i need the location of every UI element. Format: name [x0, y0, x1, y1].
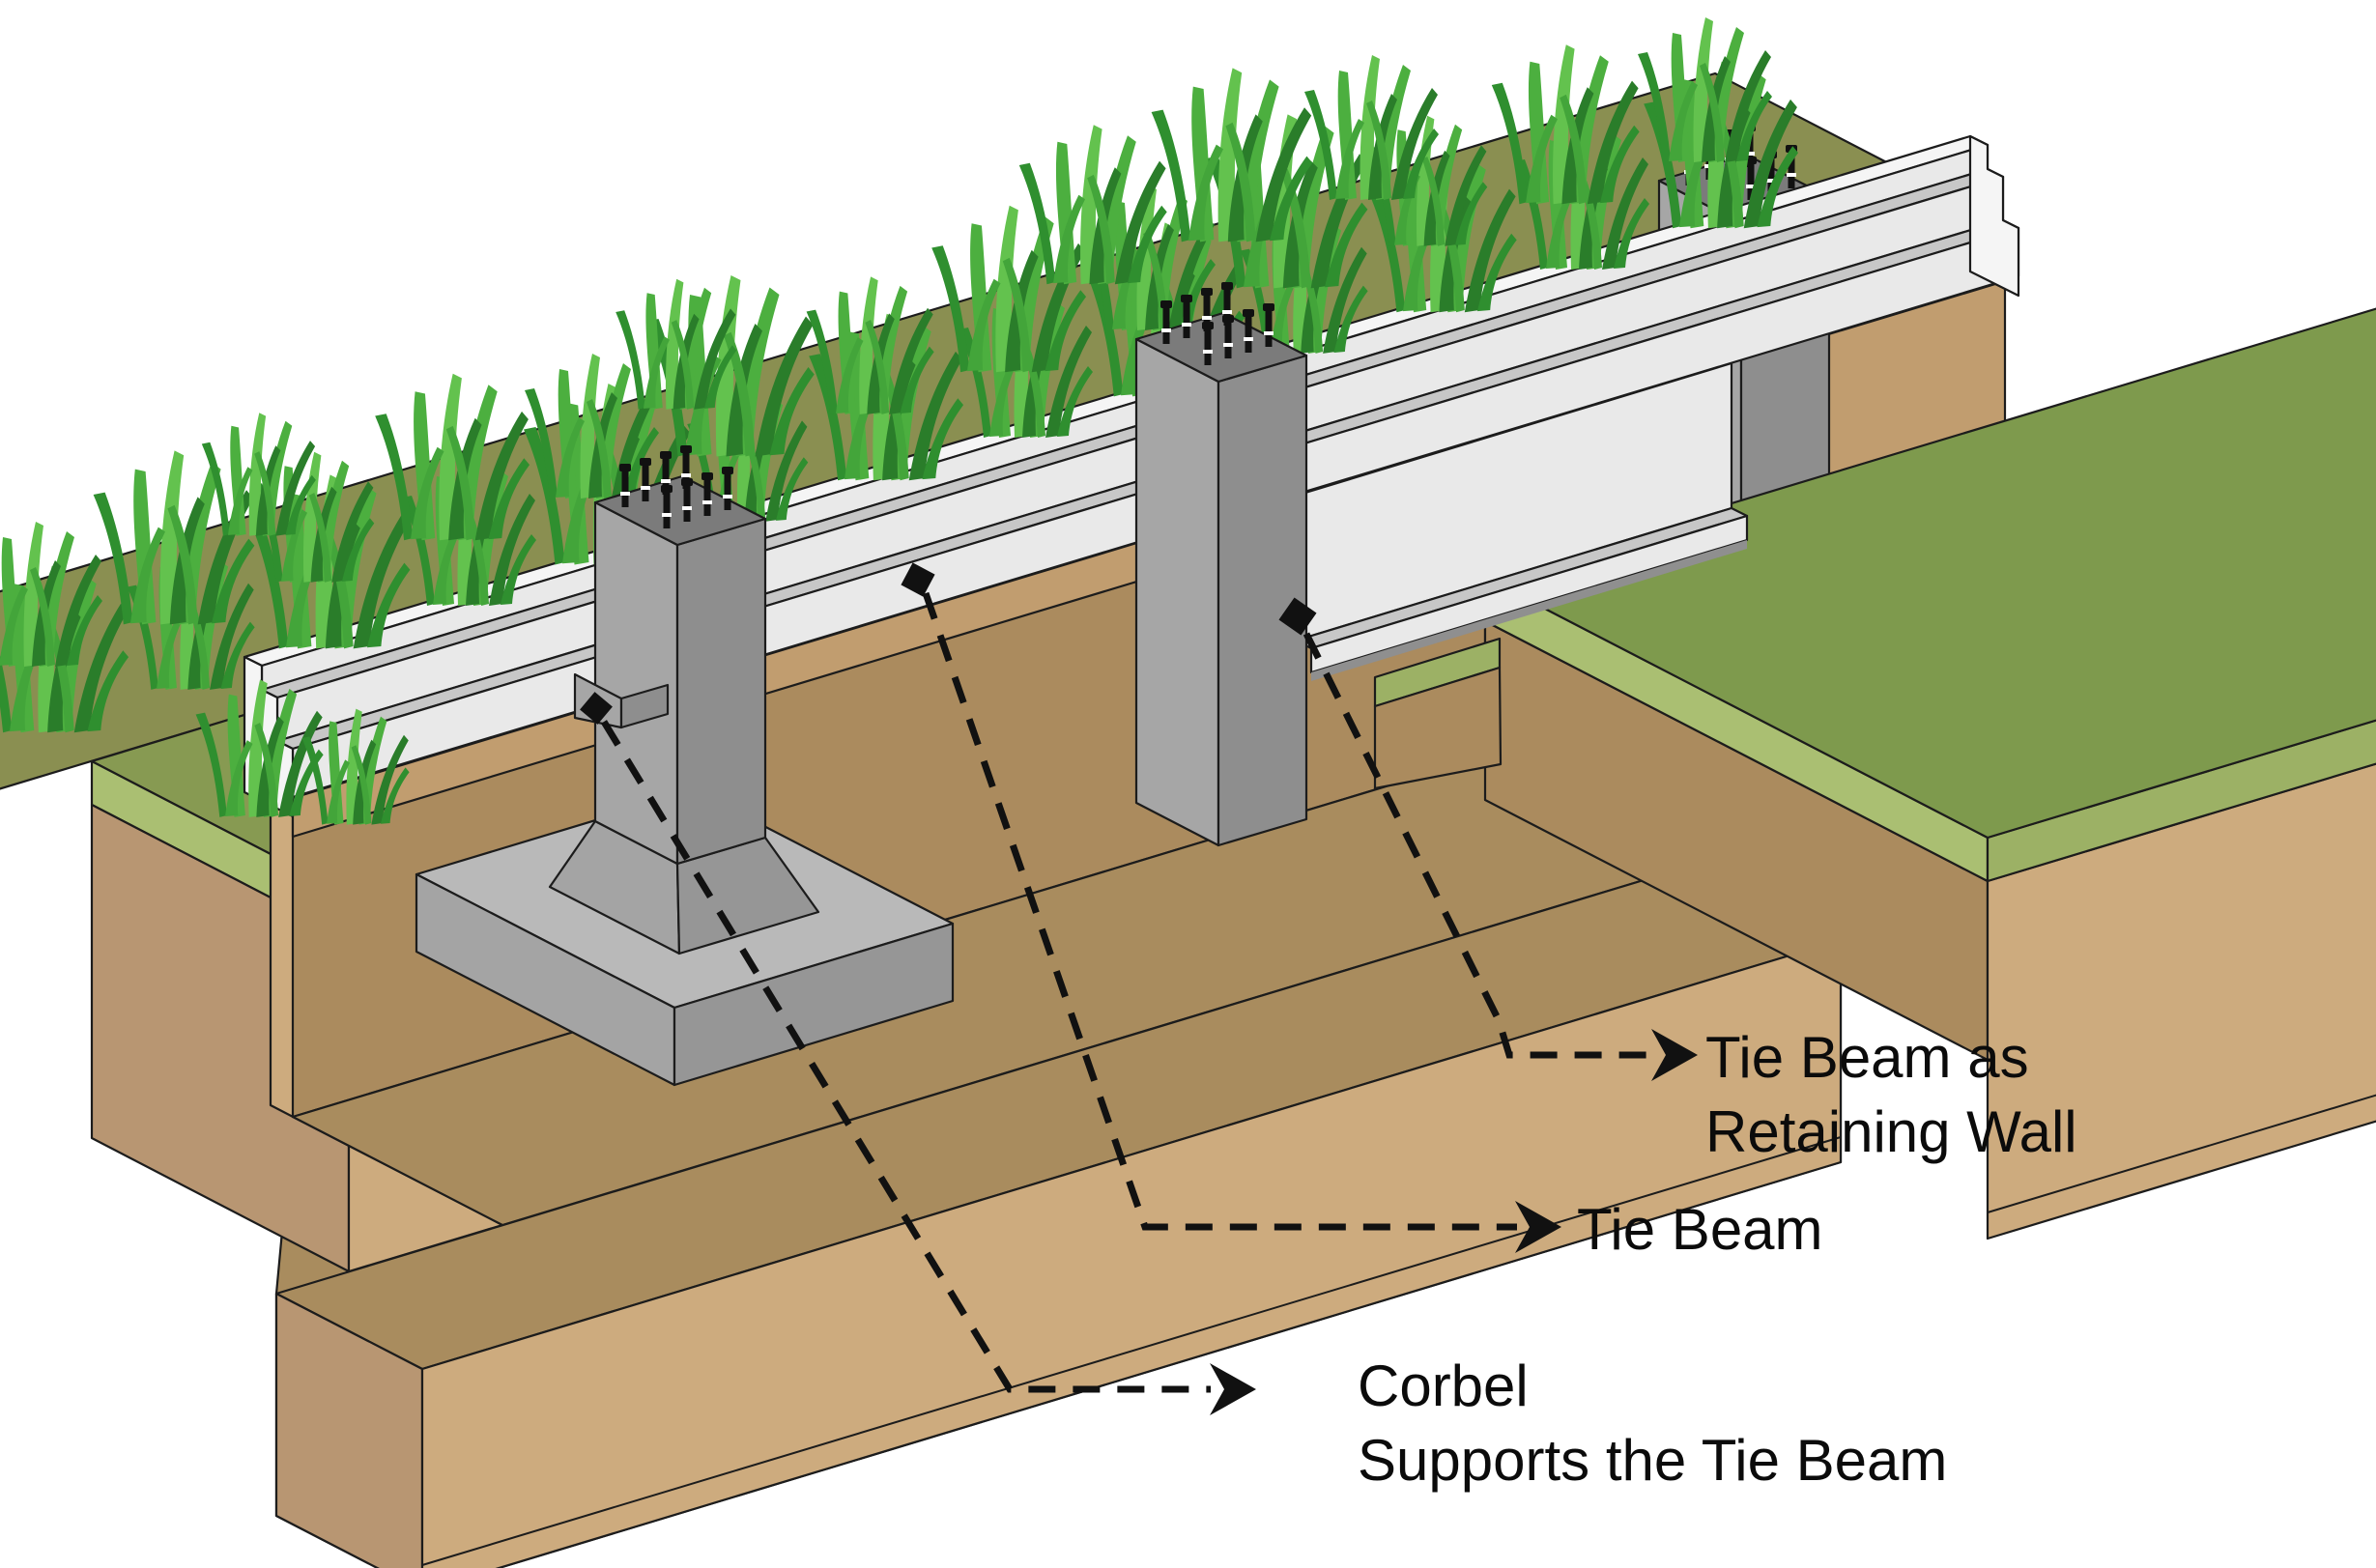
column-1 [573, 445, 767, 866]
footing-pad-front [673, 922, 955, 1087]
plateau-top-surface [1483, 307, 2376, 840]
column-top-face [593, 474, 767, 547]
leader-line [601, 720, 1211, 1393]
label-line: Corbel [1358, 1354, 1529, 1418]
beam-right-end-face [1968, 134, 2020, 298]
label-line: Tie Beam [1577, 1197, 1823, 1262]
column-top-face [1134, 311, 1308, 384]
column-left-face [1134, 337, 1220, 847]
column-front-face [675, 517, 767, 866]
label-line: Tie Beam as [1705, 1025, 2029, 1090]
apron-left-face [274, 1292, 424, 1568]
callout-marker-icon [580, 692, 613, 725]
leader-corbel [580, 692, 1256, 1415]
callout-marker-icon [901, 562, 935, 597]
wall-footing-shadow [1311, 540, 1747, 681]
arrow-right-icon [1210, 1363, 1256, 1415]
apron-stratum-line [421, 1136, 1842, 1566]
label-line: Supports the Tie Beam [1358, 1428, 1948, 1493]
right-plateau [1483, 307, 2376, 1240]
column-2 [1134, 282, 1308, 847]
label-tie-beam: Tie Beam [1577, 1192, 1823, 1267]
callout-marker-icon [1278, 597, 1317, 636]
label-corbel: Corbel Supports the Tie Beam [1358, 1349, 1947, 1497]
leader-line [922, 591, 1517, 1231]
arrow-right-icon [1651, 1029, 1698, 1081]
plateau-front-soil-face [1986, 762, 2376, 1240]
corbel-front-face [619, 683, 670, 729]
column-left-face [593, 500, 679, 866]
wall-base-soil-slope [1373, 666, 1503, 790]
leader-retaining-wall [1278, 597, 1698, 1081]
label-tie-beam-as-retaining-wall: Tie Beam as Retaining Wall [1705, 1020, 2077, 1169]
apron-front-face [420, 938, 1843, 1568]
leader-line [1303, 632, 1652, 1059]
arrow-right-icon [1515, 1201, 1561, 1253]
leader-tie-beam [901, 562, 1561, 1253]
label-line: Retaining Wall [1705, 1099, 2077, 1164]
plateau-turf-front [1986, 719, 2376, 883]
plateau-stratum-line [1987, 1094, 2376, 1213]
